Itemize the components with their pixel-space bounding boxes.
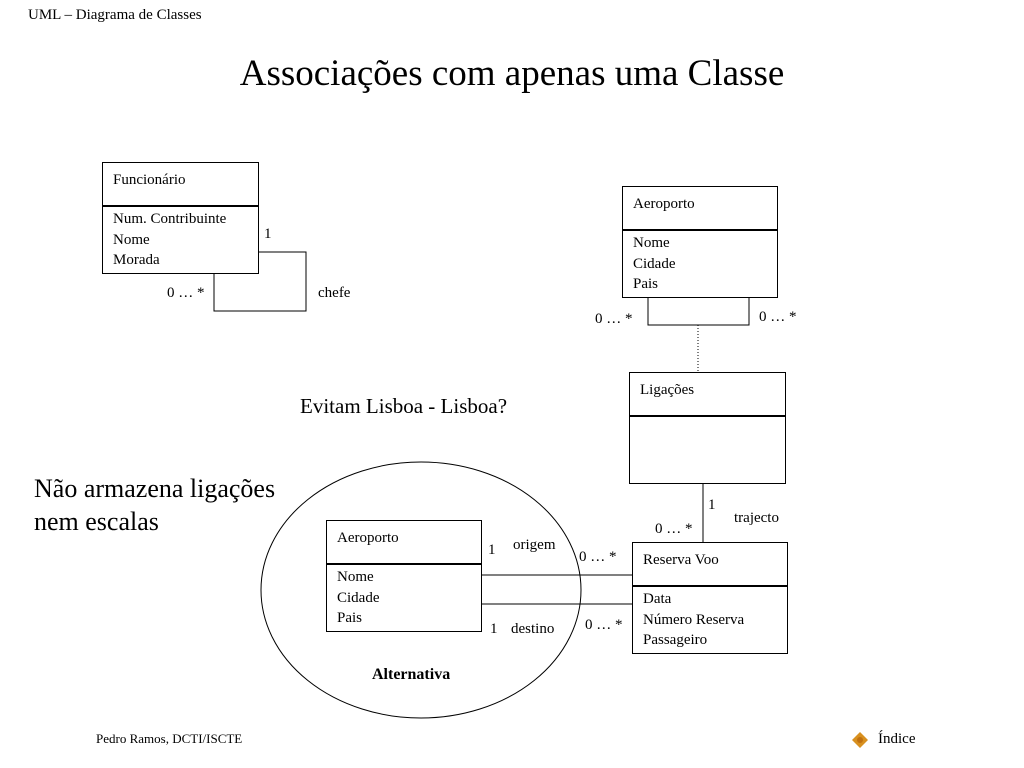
multiplicity-one: 1 <box>488 542 496 558</box>
multiplicity-one: 1 <box>264 226 272 242</box>
attribute: Morada <box>113 252 160 268</box>
multiplicity-many: 0 … * <box>595 311 633 327</box>
multiplicity-one: 1 <box>490 621 498 637</box>
attribute: Pais <box>337 610 363 626</box>
role-label-chefe: chefe <box>318 285 351 301</box>
class-reserva-voo: Reserva Voo Data Número Reserva Passagei… <box>632 542 788 654</box>
multiplicity-many: 0 … * <box>579 549 617 565</box>
class-aeroporto-alternativa: Aeroporto Nome Cidade Pais <box>326 520 482 632</box>
aeroporto-self-association <box>647 298 750 326</box>
multiplicity-many: 0 … * <box>167 285 205 301</box>
attribute: Cidade <box>337 589 380 606</box>
attribute: Num. Contribuinte <box>113 211 227 227</box>
role-label-origem: origem <box>513 537 556 553</box>
attribute: Nome <box>337 569 374 585</box>
class-name: Aeroporto <box>327 521 481 565</box>
attribute: Passageiro <box>643 632 708 648</box>
label-alternativa: Alternativa <box>372 666 451 683</box>
class-name: Funcionário <box>103 163 258 207</box>
class-attributes: Data Número Reserva Passageiro <box>633 587 787 651</box>
attribute: Pais <box>633 276 659 292</box>
attribute: Número Reserva <box>643 611 745 628</box>
multiplicity-one: 1 <box>708 497 716 513</box>
alternative-ellipse <box>260 461 582 719</box>
note-line: Não armazena ligações <box>34 474 276 503</box>
multiplicity-many: 0 … * <box>655 521 693 537</box>
class-name: Ligações <box>630 373 785 417</box>
multiplicity-many: 0 … * <box>585 617 623 633</box>
index-label: Índice <box>878 731 916 747</box>
attribute: Nome <box>113 231 150 248</box>
slide-title: Associações com apenas uma Classe <box>239 53 785 94</box>
class-name: Aeroporto <box>623 187 777 231</box>
class-attributes: Nome Cidade Pais <box>623 231 777 295</box>
class-funcionario: Funcionário Num. Contribuinte Nome Morad… <box>102 162 259 274</box>
class-aeroporto: Aeroporto Nome Cidade Pais <box>622 186 778 298</box>
attribute: Data <box>643 591 672 607</box>
attribute: Nome <box>633 235 670 251</box>
class-name: Reserva Voo <box>633 543 787 587</box>
multiplicity-many: 0 … * <box>759 309 797 325</box>
class-attributes: Nome Cidade Pais <box>327 565 481 629</box>
funcionario-self-association <box>213 251 307 312</box>
index-link[interactable]: Índice <box>852 731 915 748</box>
class-ligacoes: Ligações <box>629 372 786 484</box>
diamond-bullet-icon <box>852 731 868 748</box>
note-nao-armazena: Não armazena ligações nem escalas <box>34 472 275 538</box>
note-evitam: Evitam Lisboa - Lisboa? <box>300 394 508 418</box>
attribute: Cidade <box>633 255 676 272</box>
note-line: nem escalas <box>34 507 159 536</box>
footer-author: Pedro Ramos, DCTI/ISCTE <box>96 731 243 746</box>
role-label-trajecto: trajecto <box>734 510 779 526</box>
class-attributes: Num. Contribuinte Nome Morada <box>103 207 258 271</box>
slide-header: UML – Diagrama de Classes <box>28 7 202 23</box>
role-label-destino: destino <box>511 621 555 637</box>
